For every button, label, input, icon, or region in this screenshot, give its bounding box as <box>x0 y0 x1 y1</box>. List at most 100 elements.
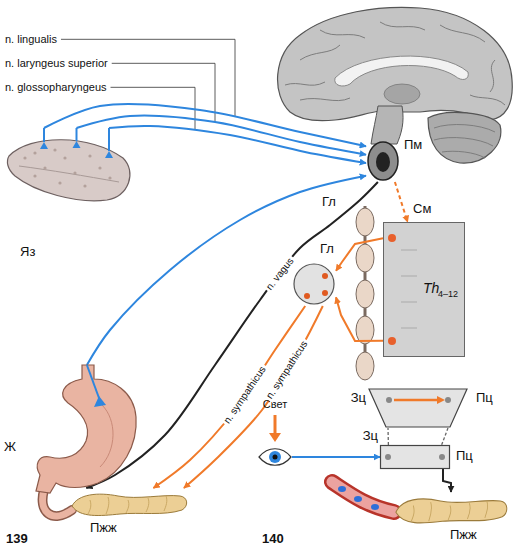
thalamus <box>384 84 420 104</box>
node-label: Зц <box>363 429 378 444</box>
stomach-organ-drawing <box>36 365 136 493</box>
conditioned-link <box>394 399 438 402</box>
pancreas-lobules <box>88 496 167 514</box>
papilla <box>98 166 101 169</box>
ganglion-shape <box>294 264 334 304</box>
light-ray <box>274 415 277 435</box>
chain-ganglion <box>356 352 374 380</box>
nerve-connector <box>442 428 448 445</box>
blood-cell <box>371 504 379 510</box>
eye-receptor-outline <box>258 444 292 470</box>
segment-line <box>401 250 417 251</box>
gyrus-line <box>440 25 485 42</box>
nerve-connector <box>387 428 389 445</box>
eye-shape <box>259 449 291 466</box>
neuron-dot <box>322 273 328 279</box>
medulla-oval <box>368 142 398 180</box>
blood-cell <box>338 486 346 492</box>
node-label: См <box>413 202 431 217</box>
nerve-connector <box>77 115 367 154</box>
eye-receptor-drawing <box>259 449 291 466</box>
receptor-ending <box>94 396 106 407</box>
cerebellum <box>428 112 501 163</box>
segment-line <box>401 328 417 329</box>
receptor-ending <box>73 141 81 148</box>
node-label: Пц <box>476 391 493 406</box>
chain-ganglion <box>356 316 374 344</box>
papilla <box>83 184 86 187</box>
stomach-shape <box>36 365 136 493</box>
spinal-cord-segment: СмTh4–12 <box>383 222 465 357</box>
node-label: Яз <box>20 245 35 260</box>
ganglion-circle: Гл <box>292 262 336 306</box>
ganglion-circle-drawing <box>294 264 334 304</box>
blood-cell <box>354 496 362 502</box>
tongue-groove <box>19 166 119 182</box>
nerve-name: n. laryngeus superior <box>5 57 108 70</box>
nerve-connector <box>336 297 383 341</box>
gyrus-line <box>380 22 425 30</box>
medulla-region-outline <box>366 140 400 182</box>
node-label: Пжж <box>450 528 477 543</box>
tongue-organ-drawing <box>7 128 130 201</box>
neuron-dot <box>322 290 328 296</box>
pancreas-organ: Пжж <box>392 492 510 528</box>
nerve-connector <box>443 469 451 492</box>
node-label: Свет <box>263 398 287 411</box>
center-dot <box>386 397 392 403</box>
subcortex-box: ЗцПц <box>380 445 450 469</box>
gyrus-line <box>285 82 325 85</box>
cortex-trapezoid: ЗцПц <box>368 388 468 428</box>
subcortex-box-drawing <box>381 446 450 469</box>
receptor-fiber <box>108 128 110 151</box>
pancreas-organ: Пжж <box>68 488 190 520</box>
pancreas-organ-drawing <box>396 499 507 523</box>
conditioned-link-head <box>437 396 445 404</box>
lateral-horn-dot <box>388 234 396 242</box>
nerve-name: n. glossopharyngeus <box>5 81 107 94</box>
pancreas-organ-outline <box>68 488 190 520</box>
leader-line <box>112 63 215 122</box>
duodenum <box>43 490 72 516</box>
nerve-connector <box>44 104 366 146</box>
medulla-region: Пм <box>366 140 400 182</box>
node-label: Гл <box>320 242 334 257</box>
duodenum-fill <box>43 490 72 516</box>
papilla <box>63 156 66 159</box>
iris <box>269 451 281 463</box>
pupil <box>273 455 278 460</box>
pancreas-body <box>396 499 507 523</box>
medulla-nucleus <box>376 152 390 172</box>
neuron-dot <box>304 293 310 299</box>
brainstem <box>371 106 403 144</box>
receptor-fiber <box>43 128 45 142</box>
chain-ganglion <box>356 208 374 236</box>
node-label: Ж <box>4 440 16 455</box>
receptor-fiber <box>76 128 78 141</box>
papilla <box>108 176 111 179</box>
sympathetic-chain <box>356 206 374 380</box>
figure-number: 139 <box>6 532 28 547</box>
blood-vessel <box>332 482 394 512</box>
center-dot <box>439 454 445 460</box>
part-label: Гл <box>322 195 336 210</box>
gyrus-line <box>300 45 340 60</box>
brain-section <box>278 7 513 163</box>
receptor-ending <box>40 142 48 149</box>
nerve-connector <box>87 176 366 365</box>
light-arrowhead <box>269 433 281 442</box>
tongue-shape <box>7 140 130 201</box>
nerve-connector <box>109 126 366 163</box>
gyrus-line <box>490 60 495 92</box>
papilla <box>73 171 76 174</box>
pancreas-lobules <box>411 501 487 521</box>
papilla <box>23 156 26 159</box>
figure-number: 140 <box>262 532 284 547</box>
node-label: Th <box>423 280 439 296</box>
stomach-organ: Ж <box>22 365 140 500</box>
receptor-fiber <box>87 365 99 398</box>
lateral-horn-dot <box>388 337 396 345</box>
papilla <box>88 154 91 157</box>
node-label: Пм <box>404 138 422 153</box>
